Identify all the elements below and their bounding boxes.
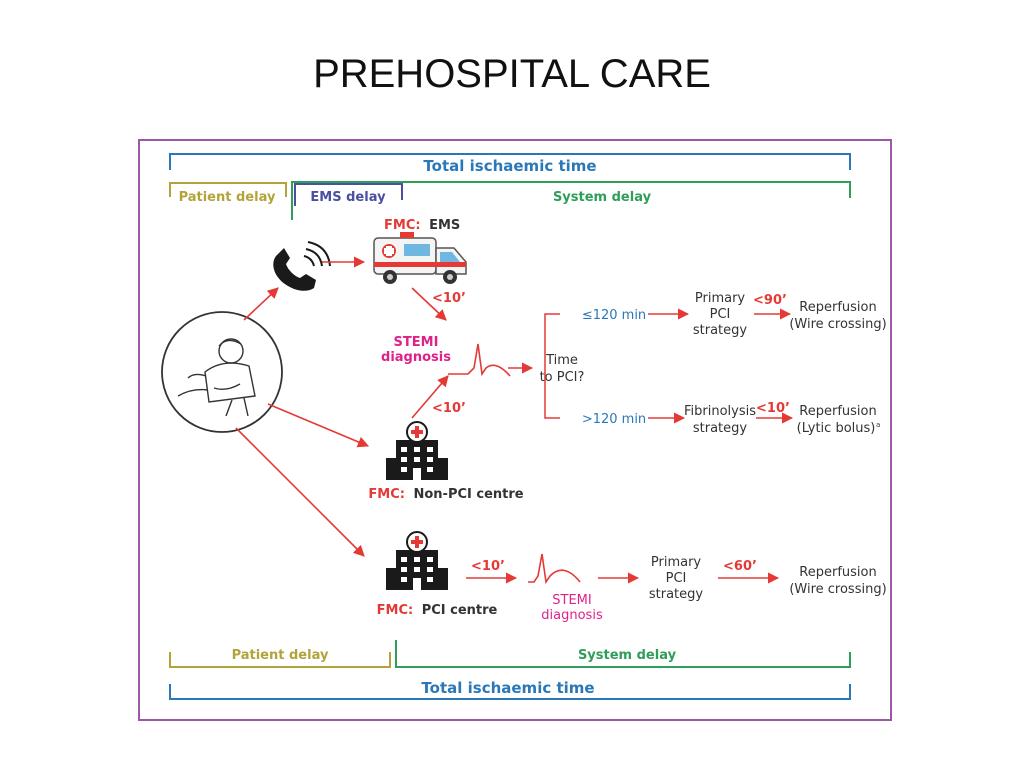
top-total-label: Total ischaemic time (423, 157, 596, 175)
arrow-non-pci-to-stemi (411, 375, 449, 419)
pci-centre-strategy-line1: Primary (651, 555, 702, 570)
pci-centre-stemi-line1: STEMI (552, 593, 591, 608)
pci-branch-line3: strategy (693, 323, 748, 338)
phone-icon (273, 241, 331, 291)
arrow-patient-to-pci-centre (235, 427, 365, 557)
non-pci-fmc-name: Non-PCI centre (413, 487, 523, 502)
top-ems-delay-bracket (294, 183, 403, 206)
stemi-upper-line2: diagnosis (381, 350, 451, 365)
slide-title: PREHOSPITAL CARE (313, 52, 711, 96)
pci-centre-outcome-line1: Reperfusion (799, 565, 876, 580)
pci-centre-fmc-prefix: FMC: (377, 603, 414, 618)
arrow-patient-to-non-pci (267, 403, 370, 448)
pci-centre-strategy-line3: strategy (649, 587, 704, 602)
pci-branch-line2: PCI (710, 307, 731, 322)
lysis-branch-line2: strategy (693, 421, 748, 436)
non-pci-fmc-label: FMC: Non-PCI centre (368, 487, 523, 502)
arrow-patient-to-phone (243, 287, 279, 321)
top-total-bracket (169, 153, 851, 170)
lysis-branch-time: <10’ (756, 401, 790, 416)
flow-arrows (235, 256, 794, 584)
pci-centre-strategy-line2: PCI (666, 571, 687, 586)
pci-branch-time: <90’ (753, 293, 787, 308)
arrow-ems-to-stemi (411, 287, 447, 321)
pci-centre-time: <60’ (723, 559, 757, 574)
pci-centre-fmc-name: PCI centre (422, 603, 498, 618)
pci-centre-fmc-label: FMC: PCI centre (377, 603, 498, 618)
ems-time-to-diagnosis: <10’ (432, 291, 466, 306)
pci-centre-time-to-diagnosis: <10’ (471, 559, 505, 574)
decision-line2: to PCI? (540, 370, 585, 385)
ecg-icon (528, 553, 581, 585)
top-ems-delay-label: EMS delay (310, 190, 386, 205)
bottom-system-delay-bracket (395, 640, 851, 668)
bottom-total-label: Total ischaemic time (421, 679, 594, 697)
pci-branch-outcome-line2: (Wire crossing) (789, 317, 886, 332)
lysis-footnote-mark: a (876, 421, 880, 429)
top-patient-delay-bracket (169, 182, 287, 197)
decision-fast-label: ≤120 min (582, 308, 646, 323)
ems-fmc-prefix: FMC: (384, 218, 421, 233)
stemi-upper-line1: STEMI (394, 335, 439, 350)
hospital-icon (386, 531, 448, 590)
pci-branch-line1: Primary (695, 291, 746, 306)
bottom-patient-delay-label: Patient delay (232, 648, 329, 663)
decision-line1: Time (545, 353, 578, 368)
top-patient-delay-label: Patient delay (179, 190, 276, 205)
ems-fmc-label: FMC: EMS (384, 218, 460, 233)
pci-centre-outcome-line2: (Wire crossing) (789, 582, 886, 597)
pci-centre-stemi-line2: diagnosis (541, 608, 603, 623)
pci-branch-outcome-line1: Reperfusion (799, 300, 876, 315)
lysis-branch-outcome-line2: (Lytic bolus) (797, 421, 876, 436)
bottom-total-bracket (169, 684, 851, 700)
ems-fmc-name: EMS (429, 218, 460, 233)
non-pci-time-to-diagnosis: <10’ (432, 401, 466, 416)
decision-fork (544, 313, 560, 419)
decision-slow-label: >120 min (582, 412, 646, 427)
patient-icon (161, 311, 283, 433)
hospital-icon (386, 421, 448, 480)
top-system-delay-label: System delay (553, 190, 652, 205)
ambulance-icon (373, 232, 467, 284)
non-pci-fmc-prefix: FMC: (368, 487, 405, 502)
bottom-system-delay-label: System delay (578, 648, 677, 663)
lysis-branch-line1: Fibrinolysis (684, 404, 756, 419)
figure-frame (138, 139, 892, 721)
ecg-icon (448, 343, 511, 377)
bottom-patient-delay-bracket (169, 652, 391, 668)
top-system-delay-bracket (291, 181, 851, 220)
lysis-branch-outcome-line1: Reperfusion (799, 404, 876, 419)
